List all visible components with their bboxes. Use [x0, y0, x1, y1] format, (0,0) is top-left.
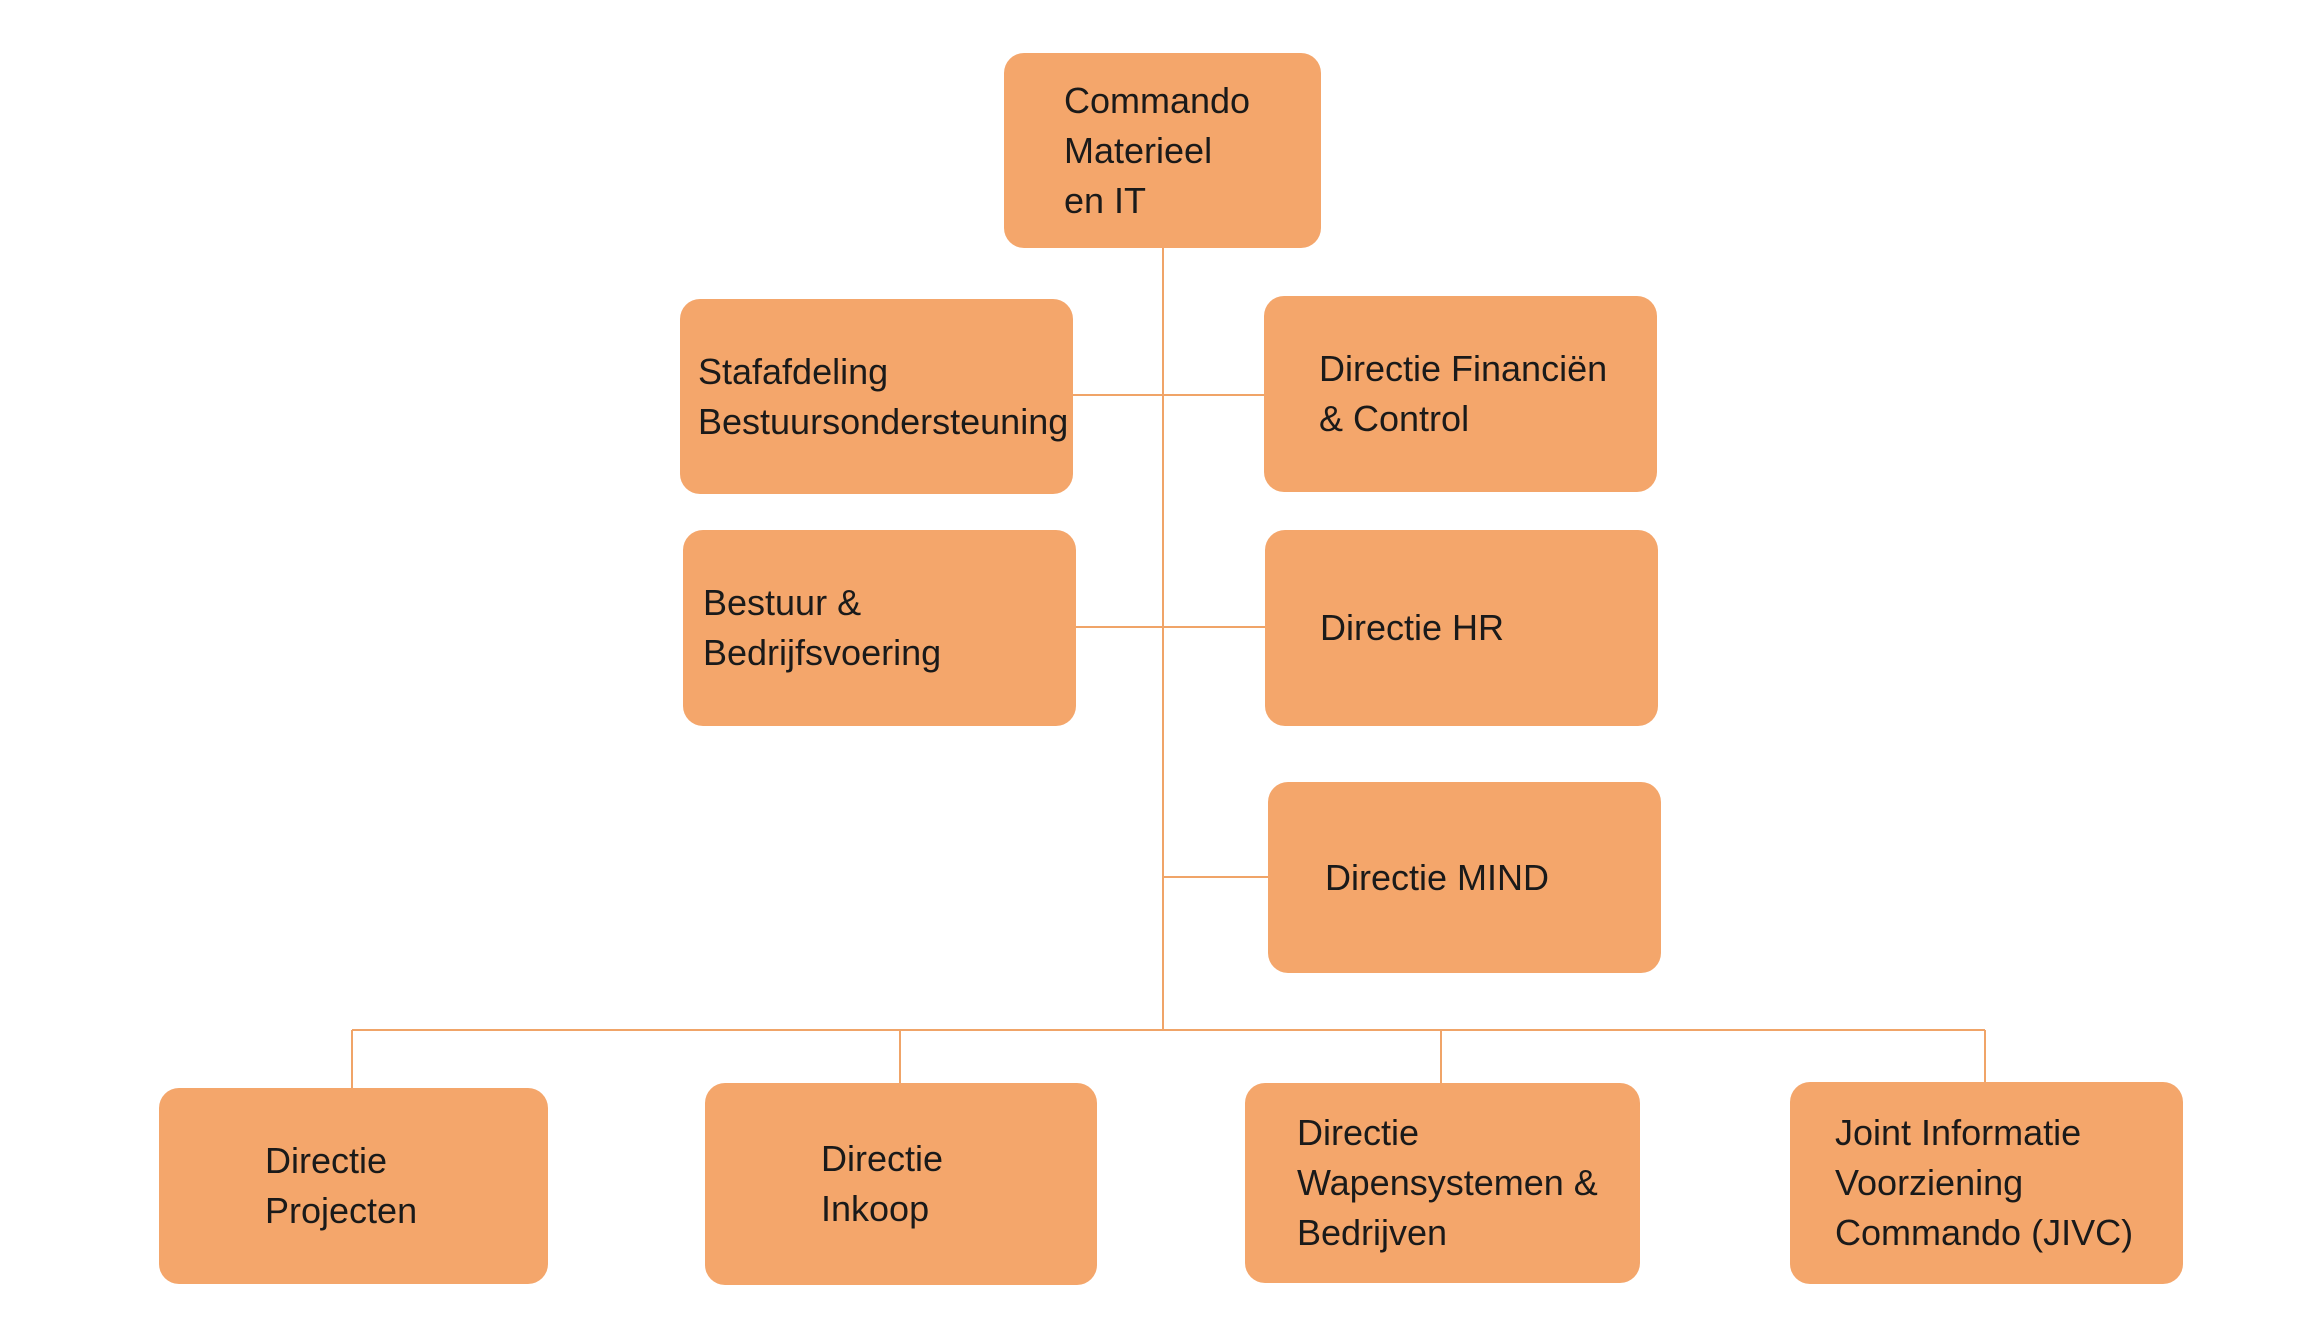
node-directie-financien-control: Directie Financiën & Control: [1264, 296, 1657, 492]
node-directie-projecten: Directie Projecten: [159, 1088, 548, 1284]
node-commando-materieel-it: Commando Materieel en IT: [1004, 53, 1321, 248]
node-label: Directie Financiën & Control: [1319, 348, 1608, 439]
node-label: Stafafdeling Bestuursondersteuning: [698, 350, 1069, 442]
node-directie-wapensystemen-bedrijven: Directie Wapensystemen & Bedrijven: [1245, 1083, 1640, 1283]
node-label: Directie Wapensystemen & Bedrijven: [1297, 1112, 1598, 1253]
node-jivc: Joint Informatie Voorziening Commando (J…: [1790, 1082, 2183, 1284]
node-label: Joint Informatie Voorziening Commando (J…: [1835, 1112, 2134, 1253]
node-label: Directie Inkoop: [821, 1138, 944, 1229]
node-label: Bestuur & Bedrijfsvoering: [703, 582, 942, 673]
node-label: Directie Projecten: [265, 1140, 418, 1231]
node-directie-inkoop: Directie Inkoop: [705, 1083, 1097, 1285]
node-stafafdeling-bestuursondersteuning: Stafafdeling Bestuursondersteuning: [680, 299, 1073, 494]
node-bestuur-bedrijfsvoering: Bestuur & Bedrijfsvoering: [683, 530, 1076, 726]
node-label: Commando Materieel en IT: [1064, 79, 1251, 221]
node-directie-mind: Directie MIND: [1268, 782, 1661, 973]
node-label: Directie HR: [1320, 607, 1505, 648]
node-directie-hr: Directie HR: [1265, 530, 1658, 726]
node-label: Directie MIND: [1325, 856, 1550, 898]
